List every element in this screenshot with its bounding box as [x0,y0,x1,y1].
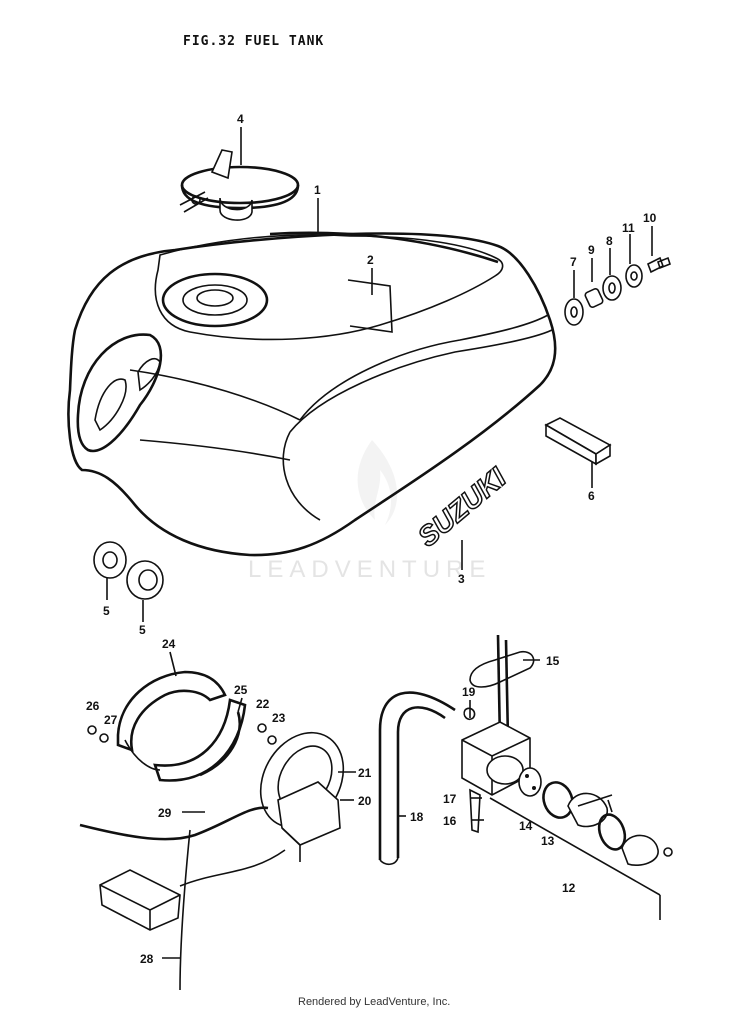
screw-26-27[interactable] [87,725,109,743]
rubber-pad[interactable] [544,417,612,466]
callout-10: 10 [643,211,657,225]
watermark-text: LEADVENTURE [248,556,492,583]
tank-cushions[interactable] [93,541,164,600]
fuel-hose[interactable] [378,691,456,866]
callout-26: 26 [86,699,100,713]
callout-12: 12 [562,881,576,895]
callout-3: 3 [458,572,465,586]
callout-22: 22 [256,697,270,711]
callout-23: 23 [272,711,286,725]
suzuki-emblem[interactable]: SUZUKI [411,460,513,553]
mount-hardware[interactable] [564,256,671,326]
fuel-cap[interactable] [179,149,300,221]
callout-24: 24 [162,637,176,651]
fuel-cock-parts[interactable] [518,767,673,866]
callout-13: 13 [541,834,555,848]
callout-5a: 5 [103,604,110,618]
callout-labels: 1 2 3 4 5 5 6 7 8 9 10 11 12 13 14 15 16… [86,112,657,966]
callout-11: 11 [622,221,635,235]
callout-7: 7 [570,255,577,269]
figure-title: FIG.32 FUEL TANK [183,34,325,49]
callout-5b: 5 [139,623,146,637]
footer-credit: Rendered by LeadVenture, Inc. [298,996,451,1008]
callout-18: 18 [410,810,424,824]
fuel-tank[interactable] [67,231,557,557]
callout-21: 21 [358,766,372,780]
watermark-logo [357,440,398,525]
wire-harness[interactable] [79,806,286,991]
fuel-gauge-gasket[interactable] [199,711,241,777]
callout-1: 1 [314,183,321,197]
callout-2: 2 [367,253,374,267]
callout-17: 17 [443,792,457,806]
callout-6: 6 [588,489,595,503]
callout-28: 28 [140,952,154,966]
callout-27: 27 [104,713,118,727]
screw-22-23[interactable] [257,723,277,745]
callout-14: 14 [519,819,533,833]
callout-19: 19 [462,685,476,699]
callout-4: 4 [237,112,244,126]
callout-29: 29 [158,806,172,820]
leader-lines [106,127,661,959]
emblem-text: SUZUKI [412,461,513,553]
fuel-cock[interactable] [461,634,535,834]
callout-8: 8 [606,234,613,248]
callout-9: 9 [588,243,595,257]
fuel-gauge-cover[interactable] [116,670,247,782]
fuel-level-gauge[interactable] [244,718,360,862]
callout-16: 16 [443,814,457,828]
callout-15: 15 [546,654,560,668]
callout-25: 25 [234,683,248,697]
callout-20: 20 [358,794,372,808]
